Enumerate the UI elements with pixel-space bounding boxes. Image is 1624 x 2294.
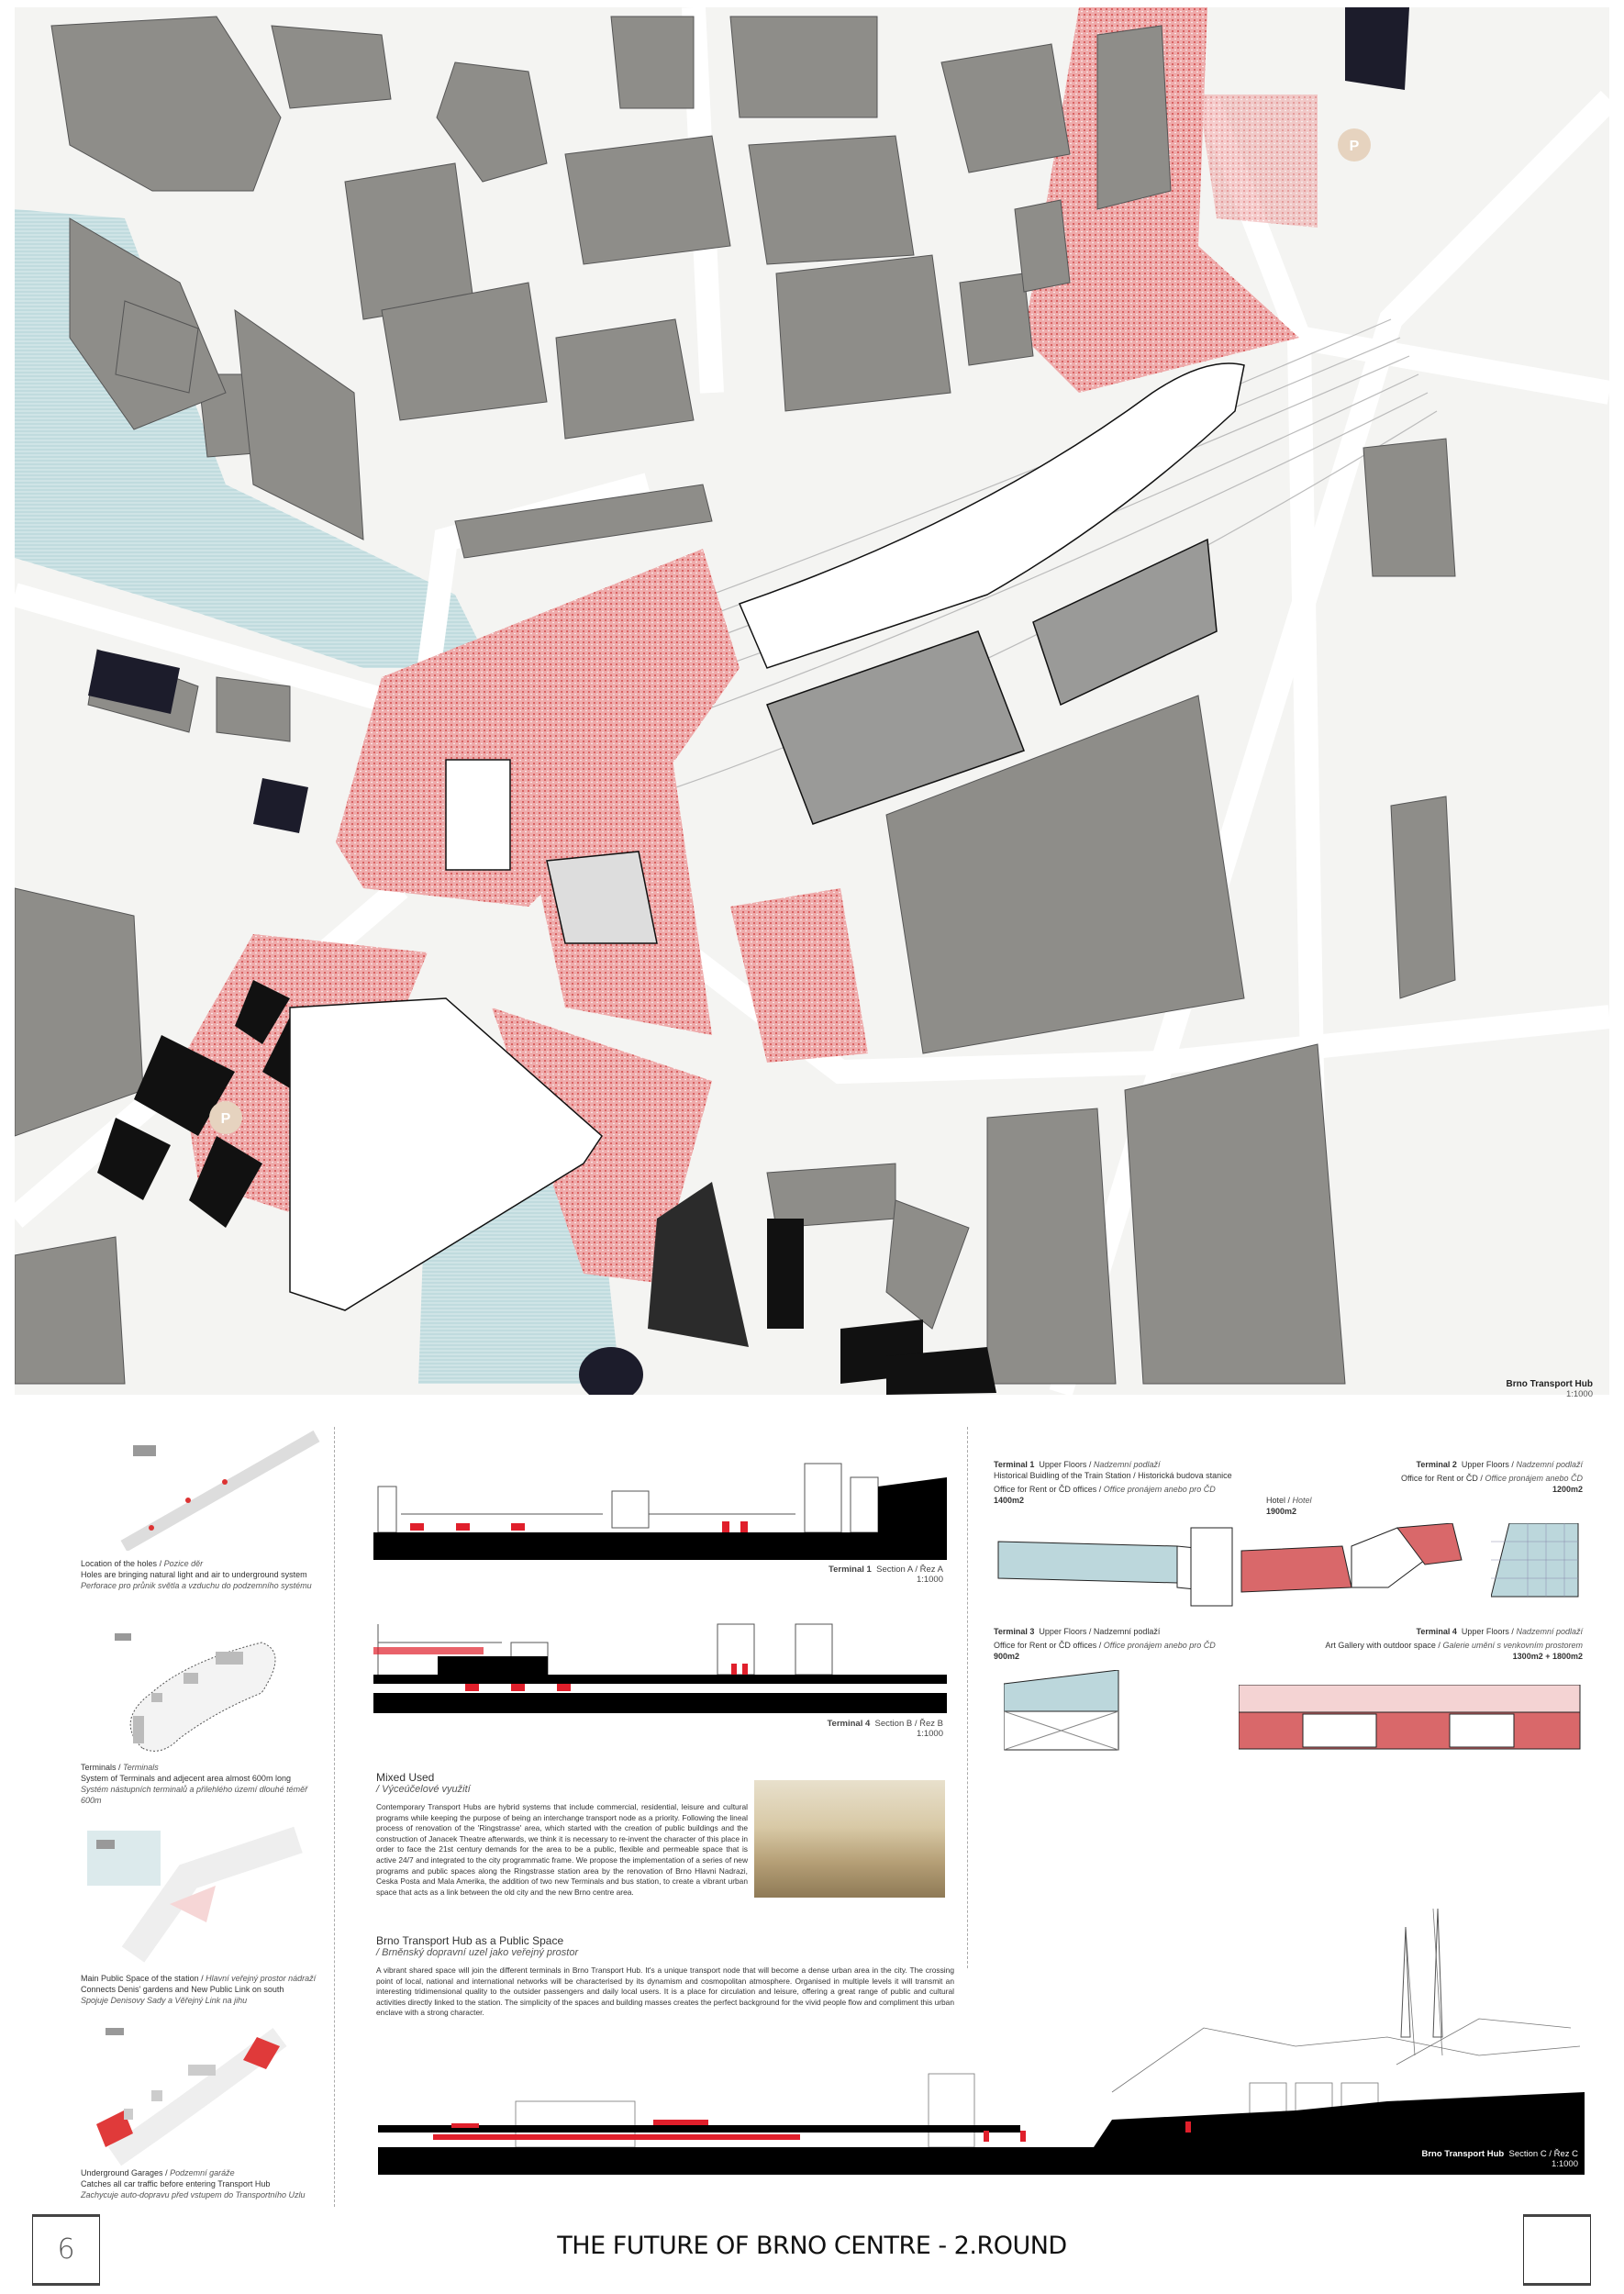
terminal-1-plan: [997, 1523, 1463, 1607]
board-title: THE FUTURE OF BRNO CENTRE - 2.ROUND: [557, 2232, 1067, 2260]
terminal-4-label: Terminal 4 Upper Floors / Nadzemní podla…: [1325, 1627, 1583, 1661]
terminal-4-plan: [1239, 1685, 1581, 1750]
public-space-body: A vibrant shared space will join the dif…: [376, 1965, 954, 2018]
page-number-box: 6: [32, 2214, 100, 2286]
city-buildings: [14, 16, 1456, 1385]
section-c-label: Brno Transport Hub Section C / Řez C 1:1…: [1421, 2149, 1578, 2169]
diagram-garages: [96, 2027, 287, 2166]
mixed-use-text: Mixed Used / Výceúčelové využití Contemp…: [376, 1771, 748, 1898]
site-plan-drawing: PP: [6, 6, 1618, 1402]
black-buildings: [97, 980, 996, 1395]
terminal-1-label: Terminal 1 Upper Floors / Nadzemní podla…: [994, 1460, 1232, 1505]
diagram-public-space: [87, 1826, 303, 1963]
section-a-label: Terminal 1 Section A / Řez A 1:1000: [829, 1565, 943, 1585]
public-space-heading: Brno Transport Hub as a Public Space: [376, 1934, 564, 1947]
dark-buildings: [88, 7, 1409, 1402]
terminal-2-plan: [1491, 1523, 1579, 1598]
column-divider: [967, 1427, 968, 1968]
mixed-use-body: Contemporary Transport Hubs are hybrid s…: [376, 1802, 748, 1897]
public-space-heading-cz: / Brněnský dopravní uzel jako veřejný pr…: [376, 1947, 579, 1958]
caption-garages: Underground Garages / Podzemní garáže Ca…: [81, 2168, 306, 2199]
section-a-drawing: [373, 1463, 947, 1560]
svg-text:P: P: [1350, 139, 1360, 154]
terminal-3-label: Terminal 3 Upper Floors / Nadzemní podla…: [994, 1627, 1216, 1661]
svg-text:P: P: [221, 1111, 231, 1127]
empty-code-box: [1523, 2214, 1591, 2286]
section-c-drawing: [378, 1908, 1585, 2175]
diagram-holes: [120, 1430, 320, 1551]
parking-icon: [209, 128, 1371, 1134]
terminal-2-label: Terminal 2 Upper Floors / Nadzemní podla…: [1401, 1460, 1583, 1494]
map-title: Brno Transport Hub: [1506, 1379, 1593, 1389]
caption-public-space: Main Public Space of the station / Hlavn…: [81, 1974, 317, 2005]
caption-terminals: Terminals / Terminals System of Terminal…: [81, 1763, 308, 1805]
terminal-3-plan: [1004, 1670, 1119, 1751]
historical-engraving-image: [754, 1780, 945, 1898]
caption-holes: Location of the holes / Pozice děr Holes…: [81, 1559, 312, 1590]
map-scale: 1:1000: [1565, 1389, 1593, 1399]
diagram-terminals: [115, 1633, 276, 1752]
hotel-label: Hotel / Hotel 1900m2: [1266, 1496, 1312, 1516]
column-divider: [334, 1427, 335, 2207]
section-b-drawing: [373, 1623, 947, 1713]
station-building: [289, 362, 1245, 1311]
page-number: 6: [57, 2233, 75, 2266]
mixed-use-heading-cz: / Výceúčelové využití: [376, 1784, 471, 1795]
mixed-use-heading: Mixed Used: [376, 1771, 435, 1784]
map-scale-label: Brno Transport Hub 1:1000: [1507, 1379, 1593, 1399]
section-b-label: Terminal 4 Section B / Řez B 1:1000: [827, 1719, 943, 1739]
public-space-text: Brno Transport Hub as a Public Space / B…: [376, 1934, 954, 2019]
